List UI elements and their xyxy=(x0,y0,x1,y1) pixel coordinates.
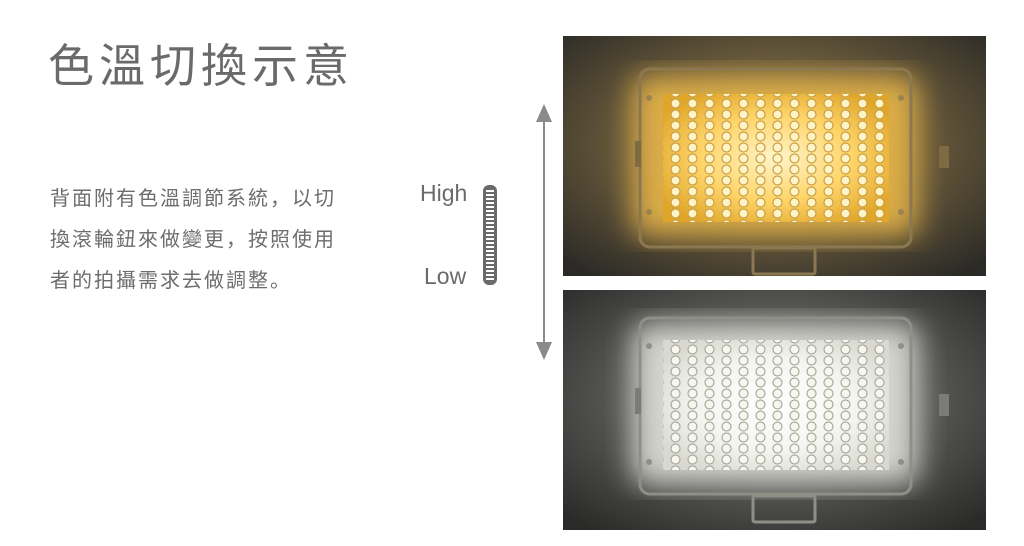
scroll-wheel-icon xyxy=(483,185,497,285)
description-line-1: 背面附有色溫調節系統，以切 xyxy=(50,186,336,210)
cool-light-photo xyxy=(563,290,986,530)
page-title: 色溫切換示意 xyxy=(48,39,354,93)
description: 背面附有色溫調節系統，以切 換滾輪鈕來做變更，按照使用 者的拍攝需求去做調整。 xyxy=(50,178,380,301)
double-arrow-vertical-icon xyxy=(536,104,552,360)
high-label: High xyxy=(420,180,468,206)
warm-light-photo xyxy=(563,36,986,276)
description-line-3: 者的拍攝需求去做調整。 xyxy=(50,268,292,292)
description-line-2: 換滾輪鈕來做變更，按照使用 xyxy=(50,227,336,251)
low-label: Low xyxy=(424,263,467,289)
